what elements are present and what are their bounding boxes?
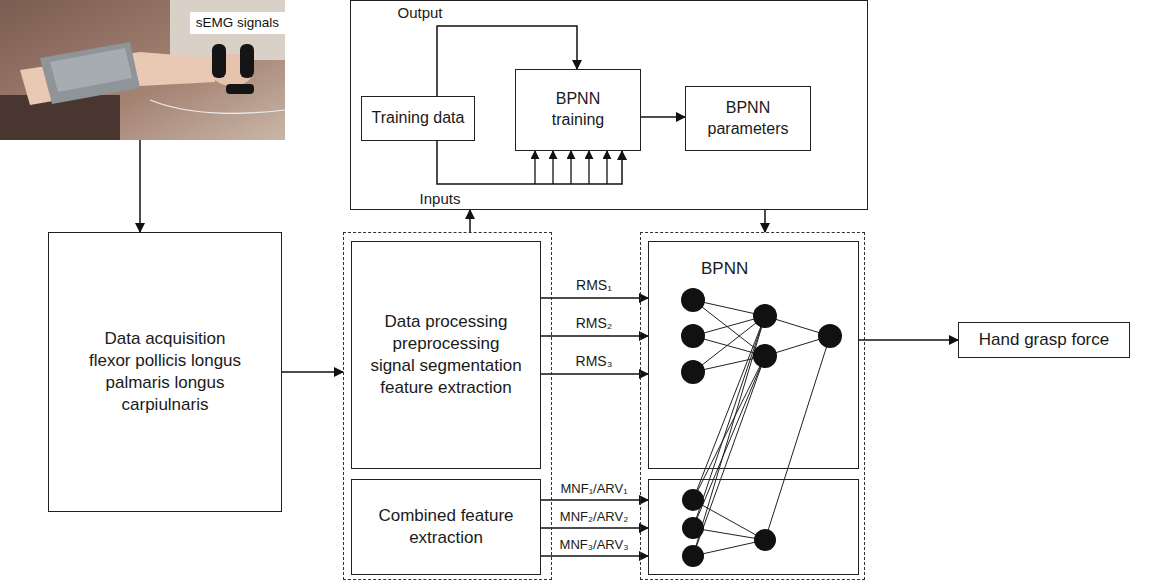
grip-device [212, 44, 226, 78]
edge-label: MNF₁/ARV₁ [558, 482, 629, 496]
node-text: preprocessing [393, 333, 500, 355]
photo-node: sEMG signals [0, 0, 285, 140]
process-box: BPNN training [515, 69, 641, 151]
output-box: Hand grasp force [958, 322, 1130, 358]
node-text: BPNN training [538, 89, 618, 131]
connector-arrow [437, 141, 622, 184]
cable [150, 100, 285, 113]
node-text: Hand grasp force [979, 329, 1109, 351]
edge-label: Inputs [418, 191, 463, 208]
connector-arrow [541, 555, 648, 557]
dashed-group: BPNN [640, 232, 865, 580]
network-box: BPNN [648, 241, 859, 469]
connector-arrow [541, 527, 648, 529]
network-box [648, 479, 859, 575]
process-box: Combined feature extraction [351, 479, 541, 575]
connector-arrow [139, 140, 141, 232]
node-text: signal segmentation [370, 355, 521, 377]
connector-arrow [469, 210, 471, 232]
node-text: sEMG signals [190, 12, 285, 34]
connector-arrow [541, 335, 648, 337]
node-text: Data acquisition [105, 328, 226, 350]
node-text: carpiulnaris [122, 394, 209, 416]
grip-device [226, 84, 254, 94]
photo-wall [170, 0, 285, 60]
connector-arrow [437, 26, 577, 96]
process-box: Data processingpreprocessingsignal segme… [351, 241, 541, 469]
node-text: Data processing [385, 311, 508, 333]
connector-arrow [541, 297, 648, 299]
connector-arrow [541, 499, 648, 501]
node-text: Training data [372, 108, 465, 129]
edge-label: RMS₁ [574, 278, 614, 293]
cuff-band [50, 48, 132, 92]
node-text: feature extraction [380, 377, 511, 399]
input-arrows [535, 151, 607, 184]
node-text: palmaris longus [105, 372, 224, 394]
grip-device [240, 44, 254, 78]
connector-arrow [764, 210, 766, 232]
training-panel: Training data BPNN training BPNN parameter… [350, 0, 868, 210]
connector-arrow [641, 116, 685, 118]
edge-label: RMS₂ [574, 316, 615, 331]
node-text: BPNN [701, 258, 748, 280]
connector-arrow [859, 339, 958, 341]
process-box: BPNN parameters [685, 86, 811, 151]
node-text: BPNN parameters [700, 98, 796, 140]
network-links [693, 300, 830, 556]
node-text: Combined feature extraction [366, 505, 526, 549]
edge-label: RMS₃ [574, 354, 615, 369]
process-box: Data acquisitionflexor pollicis longuspa… [48, 232, 282, 512]
connector-arrow [282, 371, 343, 373]
connector-arrow [541, 373, 648, 375]
node-text: flexor pollicis longus [89, 350, 241, 372]
edge-label: Output [395, 5, 444, 22]
cuff [40, 42, 140, 104]
edge-label: MNF₃/ARV₃ [558, 538, 631, 552]
edge-label: MNF₂/ARV₂ [558, 510, 630, 524]
dashed-group: Data processingpreprocessingsignal segme… [343, 232, 552, 580]
process-box: Training data [361, 96, 475, 141]
photo-ground [0, 0, 285, 140]
network-neurons [681, 288, 842, 567]
